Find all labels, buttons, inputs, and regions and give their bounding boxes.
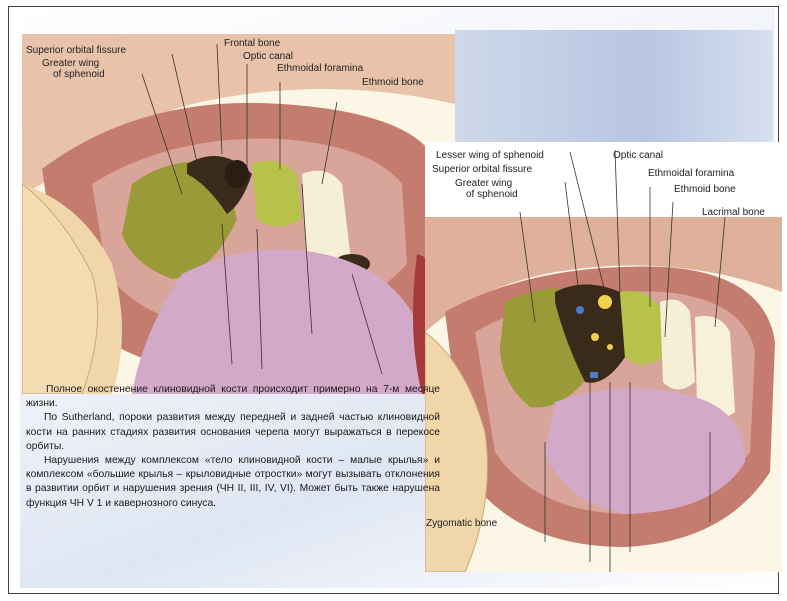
label-lacrimal-bone-right: Lacrimal bone bbox=[702, 207, 765, 218]
label-superior-orbital-fissure-right: Superior orbital fissure bbox=[432, 164, 532, 175]
orbit-drawing-left bbox=[22, 34, 455, 394]
label-greater-wing-line1-left: Greater wing bbox=[42, 58, 99, 69]
paragraph-1: Полное окостенение клиновидной кости про… bbox=[26, 383, 440, 411]
background-panel bbox=[455, 30, 773, 155]
label-ethmoidal-foramina-right: Ethmoidal foramina bbox=[648, 168, 734, 179]
label-lesser-wing-right: Lesser wing of sphenoid bbox=[436, 150, 544, 161]
label-optic-canal-left: Optic canal bbox=[243, 51, 293, 62]
label-ethmoid-bone-left: Ethmoid bone bbox=[362, 77, 424, 88]
orbit-illustration-left bbox=[22, 34, 455, 394]
label-zygomatic-bone-right: Zygomatic bone bbox=[426, 518, 497, 529]
paragraph-2: По Sutherland, пороки развития между пер… bbox=[26, 411, 440, 454]
paragraph-3: Нарушения между комплексом «тело клинови… bbox=[26, 454, 440, 511]
label-ethmoidal-foramina-left: Ethmoidal foramina bbox=[277, 63, 363, 74]
label-superior-orbital-fissure-left: Superior orbital fissure bbox=[26, 45, 126, 56]
label-optic-canal-right: Optic canal bbox=[613, 150, 663, 161]
label-greater-wing-line2-left: of sphenoid bbox=[53, 69, 105, 80]
label-greater-wing-line2-right: of sphenoid bbox=[466, 189, 518, 200]
label-ethmoid-bone-right: Ethmoid bone bbox=[674, 184, 736, 195]
label-greater-wing-line1-right: Greater wing bbox=[455, 178, 512, 189]
body-text: Полное окостенение клиновидной кости про… bbox=[26, 383, 440, 511]
label-frontal-bone-left: Frontal bone bbox=[224, 38, 280, 49]
